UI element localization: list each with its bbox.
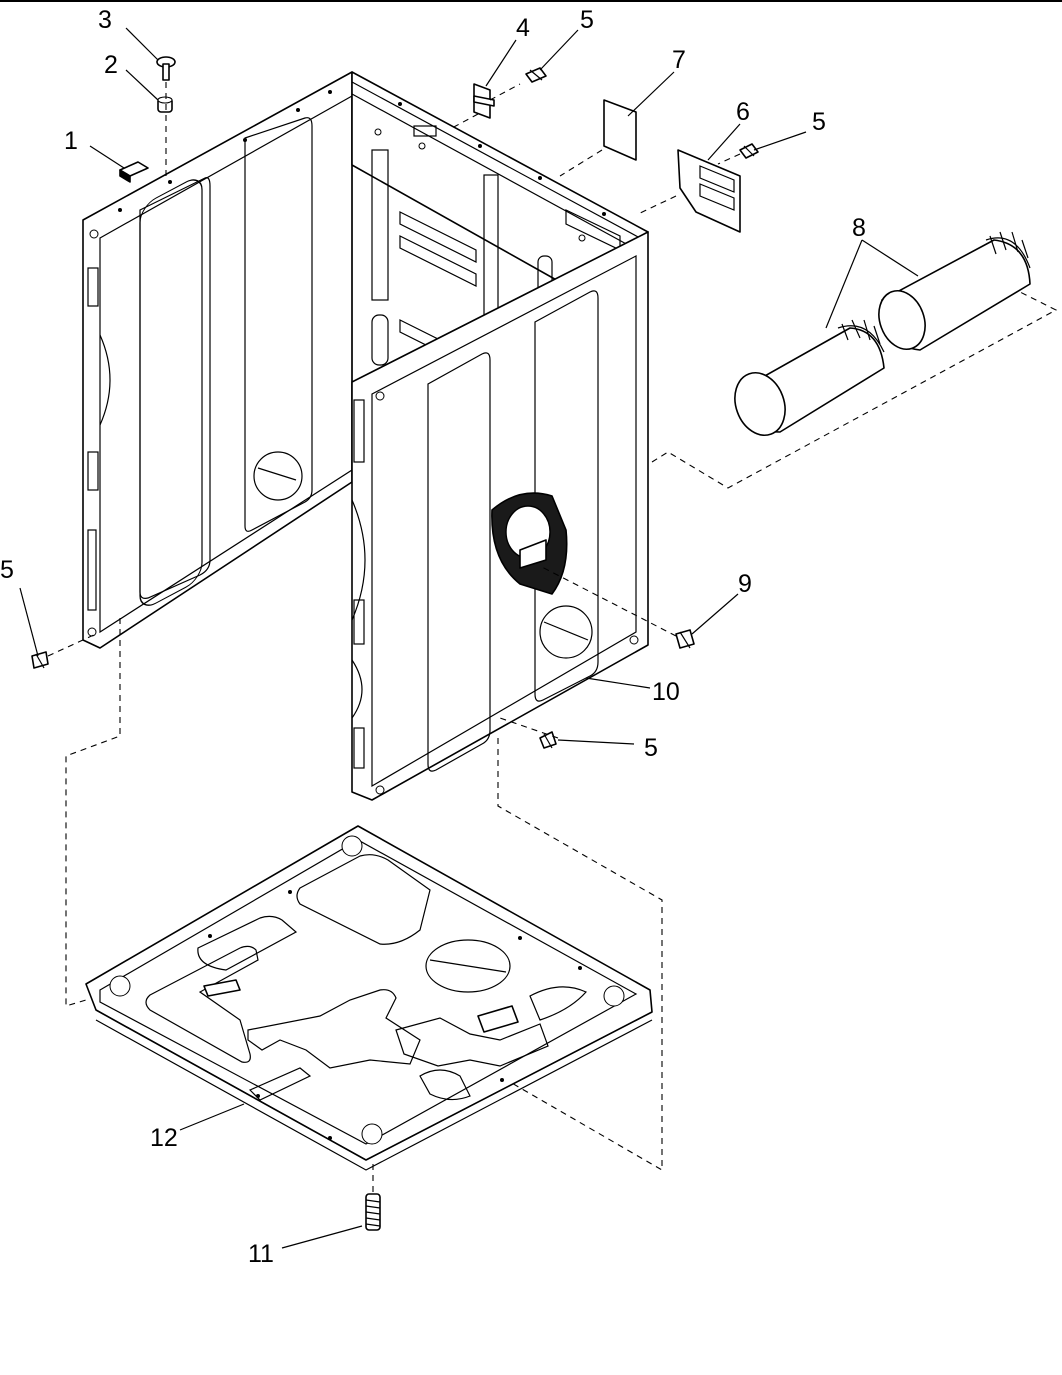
callout-5-rear: 5: [812, 108, 826, 136]
callout-8: 8: [852, 214, 866, 242]
callout-2: 2: [104, 51, 118, 79]
screw-5-top: [525, 67, 547, 83]
part-9-screw: [675, 629, 695, 649]
part-1-pad: [119, 161, 149, 183]
bracket-alignment-line: [489, 83, 521, 101]
callout-12: 12: [150, 1124, 178, 1152]
part-7-label-card: [603, 99, 637, 161]
callout-7: 7: [672, 46, 686, 74]
screw-5-rear: [739, 143, 759, 159]
callout-5-top: 5: [580, 6, 594, 34]
callout-5-bottom: 5: [644, 734, 658, 762]
top-flange-holes: [118, 90, 606, 216]
leader-lines: [19, 27, 919, 1249]
callout-6: 6: [736, 98, 750, 126]
part-8-cylinder-front: [734, 319, 885, 436]
callout-5-left: 5: [0, 556, 14, 584]
part-3-screw: [156, 56, 176, 81]
screw-5-left: [31, 651, 49, 669]
part-8-cylinder-rear: [878, 231, 1031, 351]
left-base-alignment-line: [65, 618, 121, 1007]
cylinder-alignment-line: [651, 291, 1058, 489]
part-12-base: [85, 825, 653, 1171]
callout-11: 11: [248, 1240, 274, 1268]
screw-5-bottom: [539, 731, 557, 749]
callout-10: 10: [652, 678, 680, 706]
cabinet-right-side-panel: [351, 231, 649, 801]
cabinet-left-side-panel: [82, 71, 353, 649]
part-11-leveling-leg: [365, 1193, 381, 1231]
callout-9: 9: [738, 570, 752, 598]
callout-1: 1: [64, 127, 78, 155]
part-4-bracket: [473, 83, 495, 119]
callout-3: 3: [98, 6, 112, 34]
part-6-cover-plate: [677, 149, 741, 233]
part-2-bushing: [157, 96, 173, 113]
callout-4: 4: [516, 14, 530, 42]
callout-labels: 1 2 3 4 5 5 5 5 6 7 8 9 10 11 12: [0, 6, 866, 1268]
right-base-alignment-line: [497, 738, 663, 1171]
